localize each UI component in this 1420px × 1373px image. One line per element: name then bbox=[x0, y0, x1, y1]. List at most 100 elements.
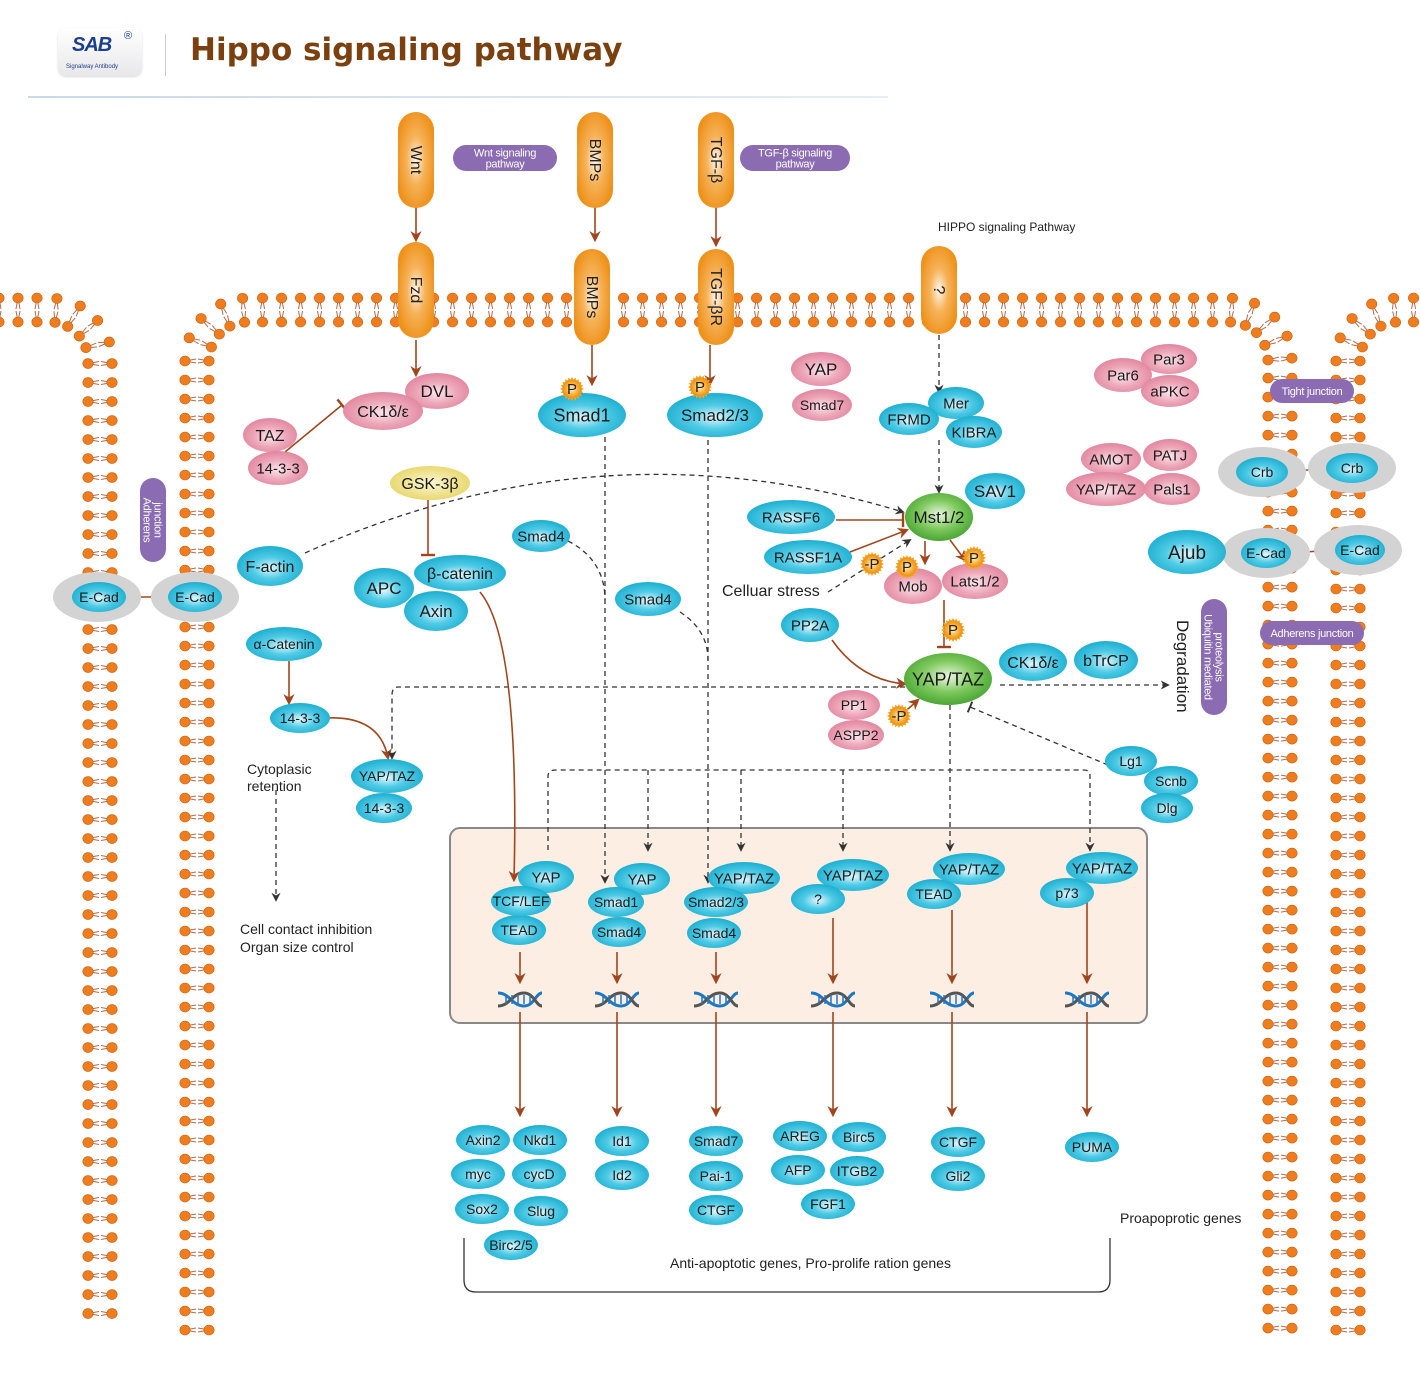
ligand-wnt[interactable]: Wnt bbox=[398, 112, 434, 208]
14-3-3-taz[interactable]: 14-3-3 bbox=[248, 451, 308, 485]
target-gene-myc[interactable]: myc bbox=[451, 1159, 505, 1189]
ligand-tgfb[interactable]: TGF-β bbox=[698, 112, 734, 208]
nuclear-complex-6-top[interactable]: YAP/TAZ bbox=[1066, 852, 1138, 884]
nuclear-complex-2-top[interactable]: YAP bbox=[614, 863, 670, 895]
aspp2[interactable]: ASPP2 bbox=[828, 720, 884, 750]
yaptaz-pink[interactable]: YAP/TAZ bbox=[1066, 472, 1146, 506]
nuclear-complex-5-mid[interactable]: TEAD bbox=[907, 879, 961, 909]
dvl[interactable]: DVL bbox=[405, 373, 469, 409]
target-gene-puma[interactable]: PUMA bbox=[1065, 1132, 1119, 1162]
mob[interactable]: Mob bbox=[884, 568, 942, 604]
target-gene-fgf1[interactable]: FGF1 bbox=[801, 1189, 855, 1219]
tight-junction-tag[interactable]: Tight junction bbox=[1270, 379, 1354, 403]
ecad-left-1[interactable]: E-Cad bbox=[72, 582, 126, 612]
ajub[interactable]: Ajub bbox=[1148, 530, 1226, 574]
ecad-left-2[interactable]: E-Cad bbox=[168, 582, 222, 612]
frmd[interactable]: FRMD bbox=[879, 403, 939, 435]
taz[interactable]: TAZ bbox=[243, 418, 297, 452]
mer[interactable]: Mer bbox=[928, 387, 984, 419]
nuclear-complex-4-mid[interactable]: ? bbox=[791, 884, 845, 914]
target-gene-birc5[interactable]: Birc5 bbox=[832, 1122, 886, 1152]
par3[interactable]: Par3 bbox=[1141, 344, 1197, 374]
dlg[interactable]: Dlg bbox=[1141, 793, 1193, 823]
smad4-a[interactable]: Smad4 bbox=[512, 520, 570, 552]
pals1[interactable]: Pals1 bbox=[1144, 473, 1200, 505]
target-gene-nkd1[interactable]: Nkd1 bbox=[513, 1125, 567, 1155]
nuclear-complex-3-bot[interactable]: Smad4 bbox=[687, 918, 741, 948]
target-gene-itgb2[interactable]: ITGB2 bbox=[830, 1156, 884, 1186]
nuclear-complex-4-top[interactable]: YAP/TAZ bbox=[817, 859, 889, 891]
lg1[interactable]: Lg1 bbox=[1105, 746, 1157, 776]
nuclear-complex-2-mid[interactable]: Smad1 bbox=[588, 887, 644, 917]
apkc[interactable]: aPKC bbox=[1141, 375, 1199, 407]
target-gene-ctgf[interactable]: CTGF bbox=[689, 1195, 743, 1225]
14-3-3-cyto[interactable]: 14-3-3 bbox=[270, 703, 330, 733]
adherens-tag-right[interactable]: Adherens junction bbox=[1260, 621, 1364, 645]
ck1-hippo[interactable]: CK1δ/ε bbox=[999, 643, 1067, 681]
yap-pink[interactable]: YAP bbox=[791, 352, 851, 386]
patj[interactable]: PATJ bbox=[1143, 439, 1197, 471]
receptor-unknown[interactable]: ? bbox=[921, 246, 957, 334]
smad1[interactable]: Smad1 bbox=[538, 393, 626, 437]
lipid bbox=[72, 300, 86, 317]
receptor-tgfbr[interactable]: TGF-βR bbox=[698, 249, 734, 345]
par6[interactable]: Par6 bbox=[1094, 358, 1152, 392]
nuclear-complex-6-mid[interactable]: p73 bbox=[1040, 878, 1094, 908]
smad7-pink[interactable]: Smad7 bbox=[792, 389, 852, 421]
btrcp[interactable]: bTrCP bbox=[1074, 641, 1138, 679]
nuclear-complex-1-mid[interactable]: TCF/LEF bbox=[491, 886, 551, 916]
pp1[interactable]: PP1 bbox=[828, 690, 880, 720]
amot[interactable]: AMOT bbox=[1081, 443, 1141, 475]
nuclear-complex-3-top[interactable]: YAP/TAZ bbox=[708, 862, 780, 894]
f-actin[interactable]: F-actin bbox=[237, 546, 303, 586]
ligand-bmps[interactable]: BMPs bbox=[577, 112, 613, 208]
lats[interactable]: Lats1/2 bbox=[942, 563, 1008, 599]
smad4-b[interactable]: Smad4 bbox=[615, 582, 681, 616]
yaptaz-cyto[interactable]: YAP/TAZ bbox=[351, 759, 423, 793]
target-gene-pai1[interactable]: Pai-1 bbox=[689, 1161, 743, 1191]
nuclear-complex-1-top[interactable]: YAP bbox=[518, 861, 574, 893]
target-gene-areg[interactable]: AREG bbox=[773, 1121, 827, 1151]
ecad-right-2[interactable]: E-Cad bbox=[1335, 535, 1385, 565]
target-gene-slug[interactable]: Slug bbox=[514, 1196, 568, 1226]
crb-right[interactable]: Crb bbox=[1326, 453, 1378, 483]
target-gene-id1[interactable]: Id1 bbox=[595, 1126, 649, 1156]
target-gene-gli2[interactable]: Gli2 bbox=[931, 1161, 985, 1191]
nuclear-complex-1-bot[interactable]: TEAD bbox=[492, 915, 546, 945]
nuclear-complex-2-bot[interactable]: Smad4 bbox=[592, 917, 646, 947]
target-gene-sox2[interactable]: Sox2 bbox=[455, 1194, 509, 1224]
ck1-wnt[interactable]: CK1δ/ε bbox=[343, 392, 423, 430]
smad23[interactable]: Smad2/3 bbox=[667, 393, 763, 437]
14-3-3-cyto-b[interactable]: 14-3-3 bbox=[356, 793, 412, 823]
receptor-fzd[interactable]: Fzd bbox=[398, 242, 434, 338]
apc[interactable]: APC bbox=[354, 568, 414, 608]
receptor-bmps[interactable]: BMPs bbox=[574, 249, 610, 345]
rassf6[interactable]: RASSF6 bbox=[747, 500, 835, 534]
target-gene-cycd[interactable]: cycD bbox=[512, 1159, 566, 1189]
ecad-right-1[interactable]: E-Cad bbox=[1241, 538, 1291, 568]
yaptaz-main[interactable]: YAP/TAZ bbox=[904, 653, 992, 705]
nuclear-complex-5-top[interactable]: YAP/TAZ bbox=[933, 853, 1005, 885]
target-gene-smad7[interactable]: Smad7 bbox=[689, 1126, 743, 1156]
crb-left[interactable]: Crb bbox=[1236, 457, 1288, 487]
kibra[interactable]: KIBRA bbox=[946, 416, 1002, 448]
beta-catenin[interactable]: β-catenin bbox=[414, 555, 506, 591]
target-gene-axin2[interactable]: Axin2 bbox=[456, 1125, 510, 1155]
target-gene-afp[interactable]: AFP bbox=[771, 1155, 825, 1185]
gsk3b[interactable]: GSK-3β bbox=[390, 466, 470, 500]
axin[interactable]: Axin bbox=[404, 591, 468, 631]
target-gene-id2[interactable]: Id2 bbox=[595, 1160, 649, 1190]
scnb[interactable]: Scnb bbox=[1144, 766, 1198, 796]
rassf1a[interactable]: RASSF1A bbox=[764, 540, 852, 574]
alpha-catenin[interactable]: α-Catenin bbox=[246, 627, 322, 661]
sav1[interactable]: SAV1 bbox=[965, 473, 1025, 509]
target-gene-ctgf[interactable]: CTGF bbox=[931, 1127, 985, 1157]
mst[interactable]: Mst1/2 bbox=[905, 493, 973, 541]
target-gene-birc25[interactable]: Birc2/5 bbox=[484, 1230, 538, 1260]
nuclear-complex-3-mid[interactable]: Smad2/3 bbox=[684, 887, 748, 917]
pp2a[interactable]: PP2A bbox=[781, 608, 839, 642]
